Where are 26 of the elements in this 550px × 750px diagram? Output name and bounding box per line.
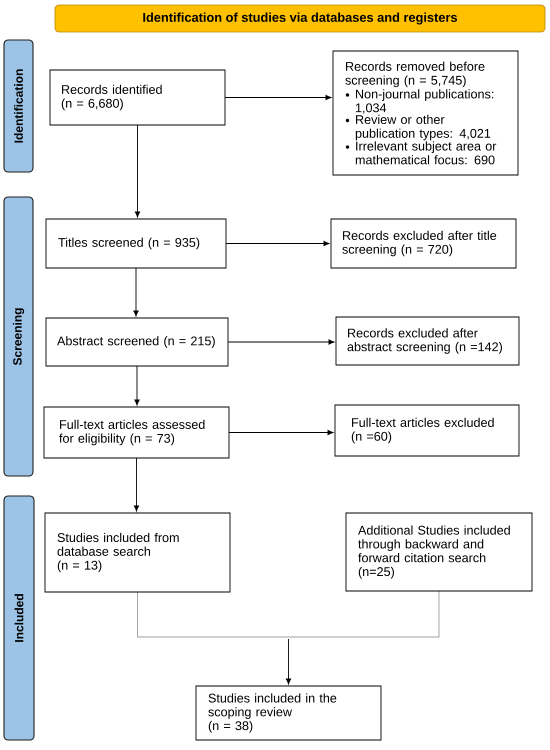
phase-band: Identification	[3, 39, 34, 173]
arrow	[134, 125, 140, 218]
connector-line	[288, 591, 440, 638]
process-box: Records excluded after title screening (n = 720)	[330, 218, 516, 268]
title-banner: Identification of studies via databases and registers	[54, 4, 546, 32]
arrow	[134, 458, 140, 512]
arrow	[228, 339, 334, 345]
process-box: Full-text articles assessed for eligibility (n = 73)	[44, 406, 230, 458]
phase-band: Included	[3, 495, 35, 741]
process-box: Abstract screened (n = 215)	[46, 318, 228, 366]
process-box: Records excluded after abstract screening (n =142)	[336, 316, 520, 366]
arrow	[286, 638, 292, 684]
process-box: Records removed before screening (n = 5,745) Non-journal publications: 1,034 Review or other publication types: 4,021 Irrelevant subject area or mathematical focus: 690	[332, 50, 518, 176]
process-box: Full-text articles excluded (n =60)	[334, 404, 520, 456]
process-box: Studies included from database search (n = 13)	[44, 512, 230, 592]
arrow	[226, 240, 330, 246]
arrow	[133, 268, 139, 316]
process-box: Additional Studies included through backward and forward citation search (n=25)	[346, 512, 532, 592]
arrow	[225, 94, 332, 100]
phase-band: Screening	[3, 196, 34, 477]
connector-line	[137, 592, 289, 638]
arrow	[229, 430, 334, 436]
process-box: Records identified (n = 6,680)	[50, 70, 226, 126]
process-box: Studies included in the scoping review (n = 38)	[196, 686, 382, 740]
arrow	[134, 366, 140, 406]
process-box: Titles screened (n = 935)	[46, 218, 226, 268]
